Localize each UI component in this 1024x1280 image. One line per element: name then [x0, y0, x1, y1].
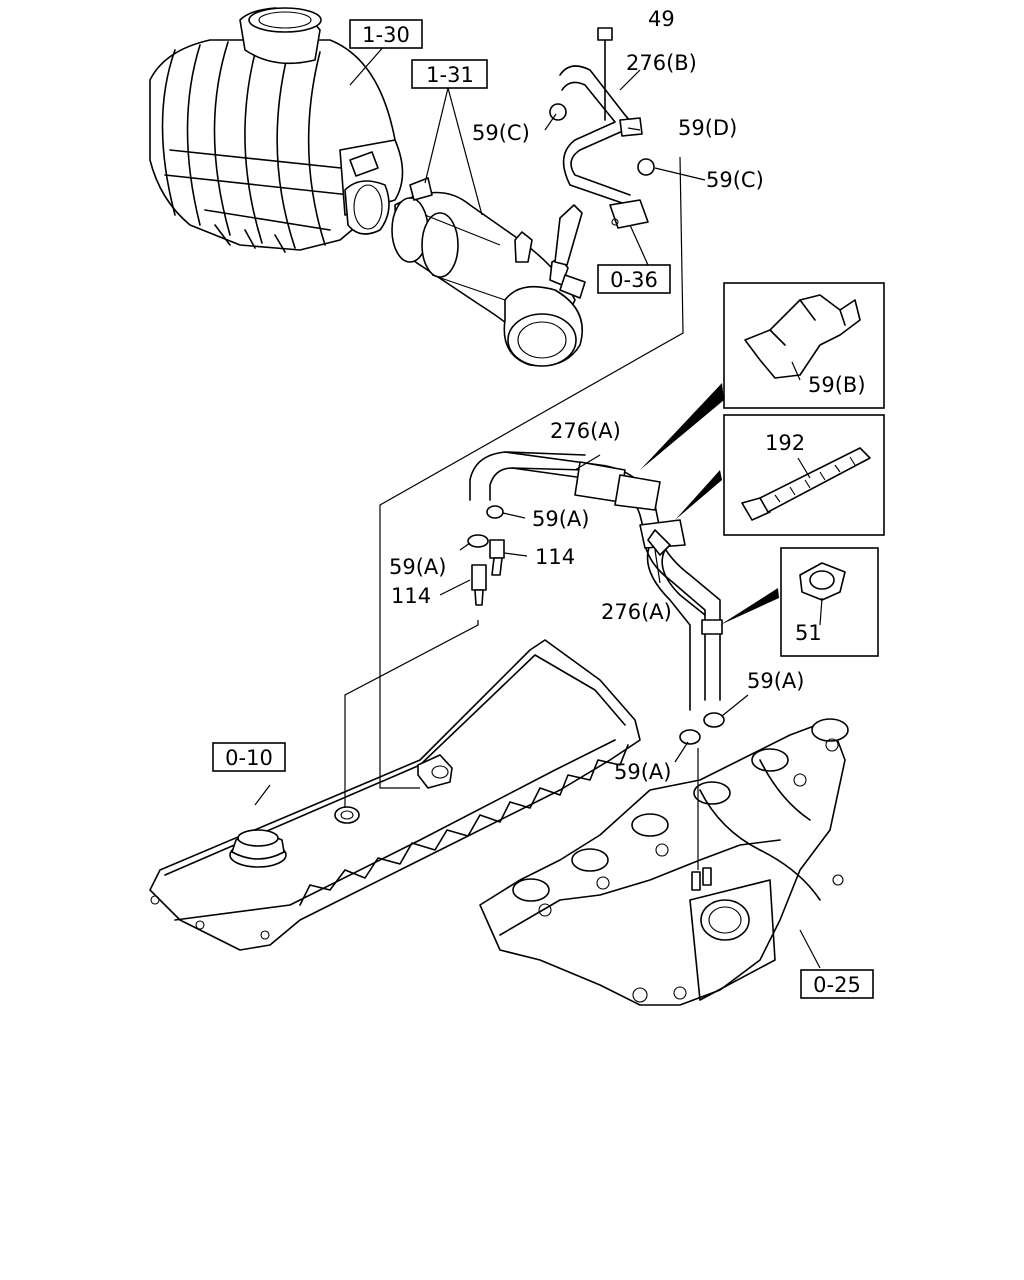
ref-label-0-25: 0-25 [813, 973, 861, 997]
hose-276a-assembly [467, 451, 725, 745]
callout-114-2: 114 [391, 584, 431, 608]
callout-59a-1: 59(A) [532, 507, 589, 531]
callout-276a-mid: 276(A) [601, 600, 672, 624]
ref-1-31: 1-31 [411, 59, 488, 89]
callout-59b: 59(B) [808, 373, 866, 397]
ref-0-36: 0-36 [597, 264, 671, 294]
ref-0-10: 0-10 [212, 742, 286, 772]
detail-51 [720, 547, 879, 657]
detail-192 [675, 414, 885, 536]
callout-59a-4: 59(A) [614, 760, 671, 784]
ref-0-25: 0-25 [800, 969, 874, 999]
ref-label-0-36: 0-36 [610, 268, 658, 292]
callout-114-1: 114 [535, 545, 575, 569]
ref-label-0-10: 0-10 [225, 746, 273, 770]
leader-lines [254, 44, 823, 969]
callout-276b: 276(B) [626, 51, 697, 75]
intake-manifold [479, 718, 849, 1006]
ref-label-1-30: 1-30 [362, 23, 410, 47]
callout-59c-right: 59(C) [706, 168, 764, 192]
callout-276a-top: 276(A) [550, 419, 621, 443]
air-cleaner-assembly [149, 7, 404, 253]
callout-59a-3: 59(A) [747, 669, 804, 693]
callout-192: 192 [765, 431, 805, 455]
detail-59b [640, 282, 885, 470]
callout-59d: 59(D) [678, 116, 737, 140]
ref-1-30: 1-30 [349, 19, 423, 49]
callout-59a-2: 59(A) [389, 555, 446, 579]
hose-276b [549, 27, 655, 229]
callout-49: 49 [648, 7, 675, 31]
callout-51: 51 [795, 621, 822, 645]
cylinder-head-cover [149, 639, 641, 951]
callout-59c-left: 59(C) [472, 121, 530, 145]
ref-label-1-31: 1-31 [426, 63, 474, 87]
air-duct [391, 177, 586, 367]
